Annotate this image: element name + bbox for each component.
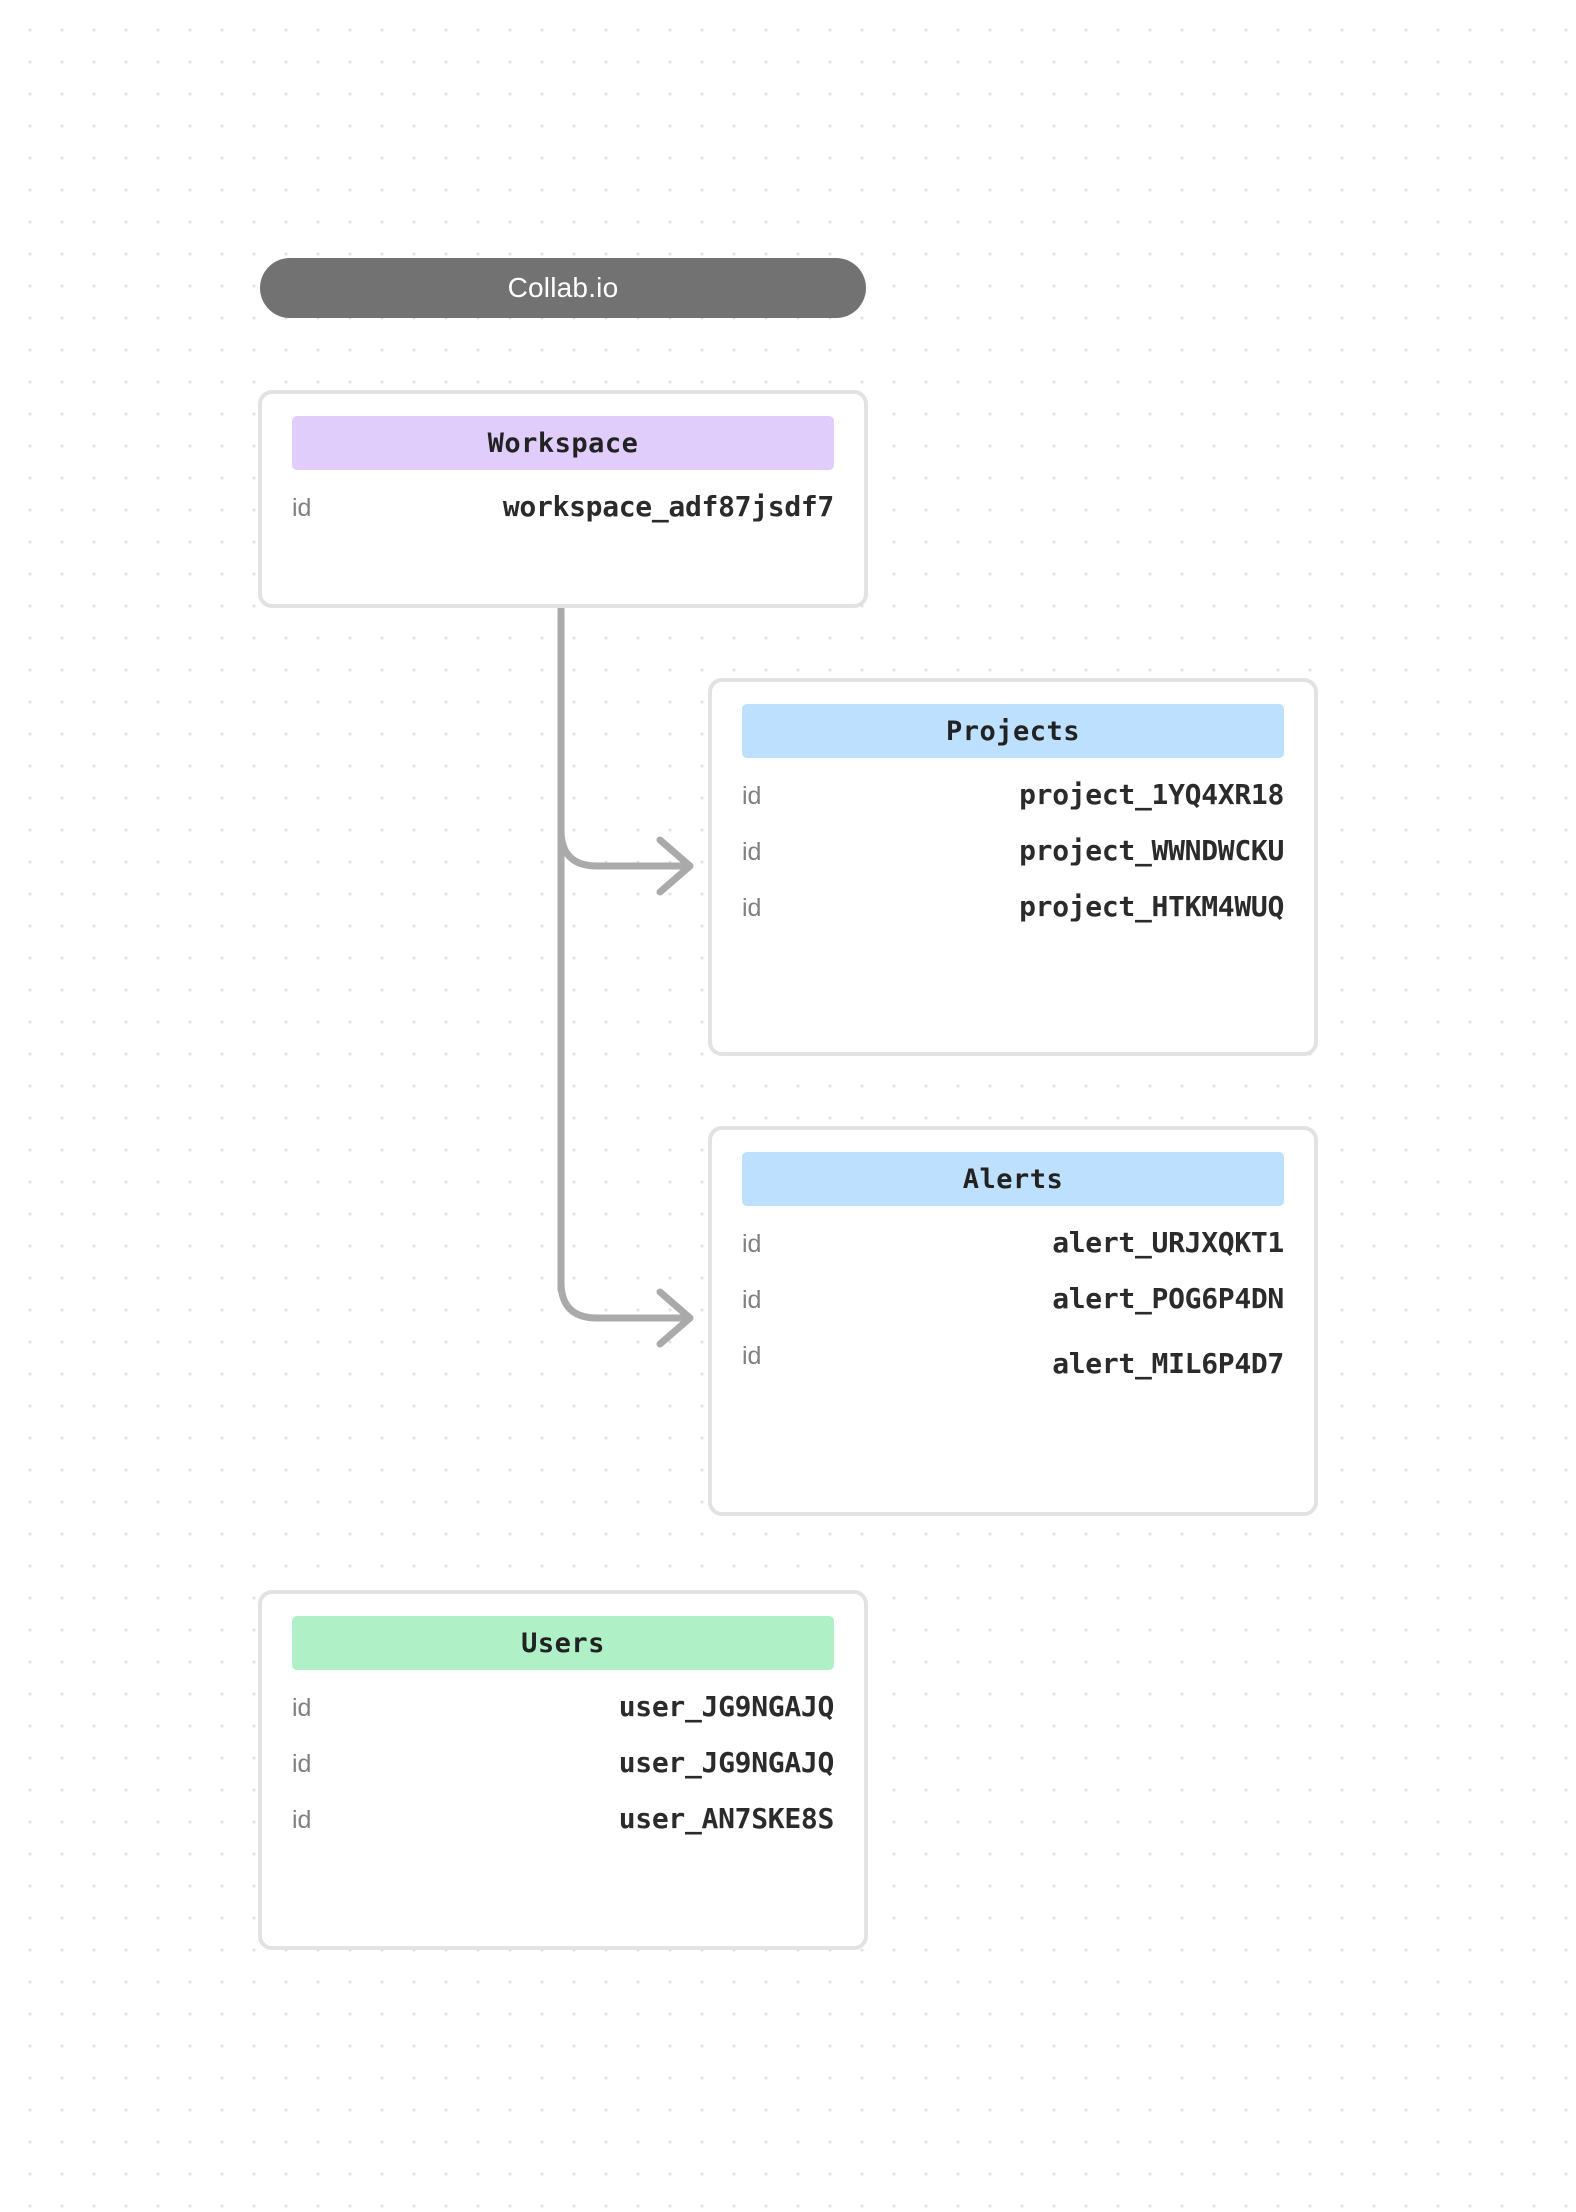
- entity-title-users: Users: [521, 1627, 605, 1659]
- entity-card-projects[interactable]: Projects id project_1YQ4XR18 id project_…: [708, 678, 1318, 1056]
- row-value: project_1YQ4XR18: [1019, 778, 1284, 811]
- row-key: id: [292, 1806, 312, 1834]
- row-value: project_HTKM4WUQ: [1019, 890, 1284, 923]
- entity-title-workspace: Workspace: [487, 427, 639, 459]
- entity-header-projects: Projects: [742, 704, 1284, 758]
- entity-rows-workspace: id workspace_adf87jsdf7: [292, 490, 834, 546]
- connector-branch-projects: [557, 826, 692, 870]
- arrow-right-icon: [656, 836, 694, 896]
- table-row[interactable]: id alert_POG6P4DN: [742, 1282, 1284, 1338]
- table-row[interactable]: id user_JG9NGAJQ: [292, 1690, 834, 1746]
- entity-rows-users: id user_JG9NGAJQ id user_JG9NGAJQ id use…: [292, 1690, 834, 1858]
- row-key: id: [292, 494, 312, 522]
- row-value: alert_POG6P4DN: [1052, 1282, 1284, 1315]
- entity-title-alerts: Alerts: [962, 1163, 1064, 1195]
- entity-rows-alerts: id alert_URJXQKT1 id alert_POG6P4DN id a…: [742, 1226, 1284, 1394]
- row-value: alert_MIL6P4D7: [1052, 1347, 1284, 1380]
- app-title-pill[interactable]: Collab.io: [260, 258, 866, 318]
- connector-branch-alerts: [557, 1278, 692, 1322]
- entity-card-alerts[interactable]: Alerts id alert_URJXQKT1 id alert_POG6P4…: [708, 1126, 1318, 1516]
- row-key: id: [292, 1750, 312, 1778]
- table-row[interactable]: id alert_URJXQKT1: [742, 1226, 1284, 1282]
- row-key: id: [742, 1230, 762, 1258]
- table-row[interactable]: id workspace_adf87jsdf7: [292, 490, 834, 546]
- row-value: user_JG9NGAJQ: [618, 1690, 835, 1723]
- table-row[interactable]: id user_JG9NGAJQ: [292, 1746, 834, 1802]
- row-key: id: [742, 838, 762, 866]
- row-key: id: [742, 1342, 762, 1370]
- table-row[interactable]: id alert_MIL6P4D7: [742, 1338, 1284, 1394]
- row-key: id: [742, 1286, 762, 1314]
- table-row[interactable]: id project_HTKM4WUQ: [742, 890, 1284, 946]
- row-value: user_AN7SKE8S: [618, 1802, 835, 1835]
- entity-header-alerts: Alerts: [742, 1152, 1284, 1206]
- entity-rows-projects: id project_1YQ4XR18 id project_WWNDWCKU …: [742, 778, 1284, 946]
- entity-title-projects: Projects: [945, 715, 1081, 747]
- row-key: id: [292, 1694, 312, 1722]
- row-key: id: [742, 782, 762, 810]
- row-value: project_WWNDWCKU: [1019, 834, 1284, 867]
- entity-card-workspace[interactable]: Workspace id workspace_adf87jsdf7: [258, 390, 868, 608]
- table-row[interactable]: id user_AN7SKE8S: [292, 1802, 834, 1858]
- arrow-right-icon: [656, 1288, 694, 1348]
- entity-header-workspace: Workspace: [292, 416, 834, 470]
- row-value: alert_URJXQKT1: [1052, 1226, 1284, 1259]
- row-value: user_JG9NGAJQ: [618, 1746, 835, 1779]
- entity-card-users[interactable]: Users id user_JG9NGAJQ id user_JG9NGAJQ …: [258, 1590, 868, 1950]
- entity-header-users: Users: [292, 1616, 834, 1670]
- row-value: workspace_adf87jsdf7: [502, 490, 834, 523]
- table-row[interactable]: id project_1YQ4XR18: [742, 778, 1284, 834]
- app-title-label: Collab.io: [507, 272, 619, 303]
- table-row[interactable]: id project_WWNDWCKU: [742, 834, 1284, 890]
- row-key: id: [742, 894, 762, 922]
